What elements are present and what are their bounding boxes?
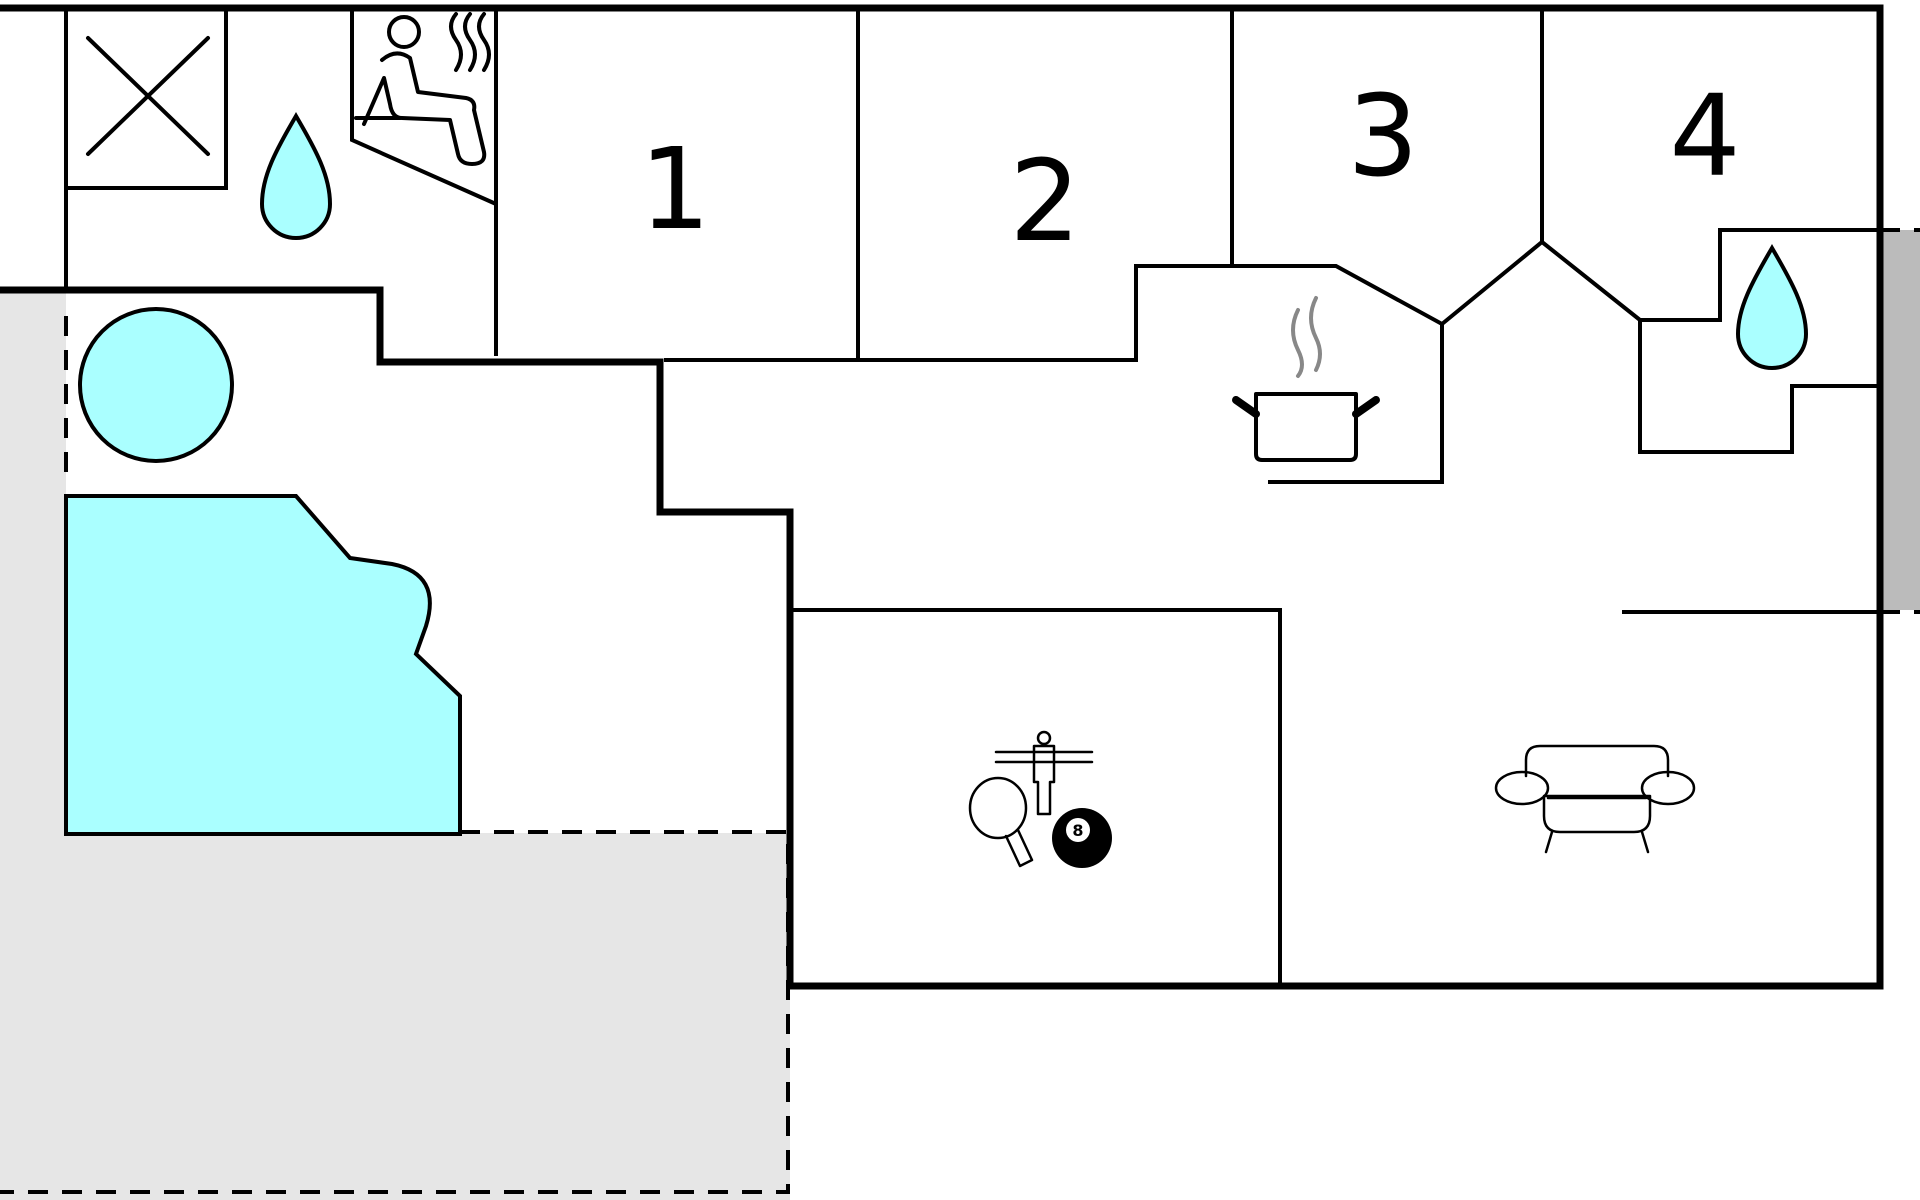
ping-pong-paddle: [968, 776, 1028, 840]
terrace-lower: [0, 833, 790, 1200]
kitchen-steam-2: [1309, 296, 1322, 372]
sauna-head: [387, 15, 421, 49]
pot-handle-right: [1352, 396, 1380, 418]
shower-icon: [259, 112, 333, 240]
room-number-1: 1: [639, 125, 710, 255]
billiard-ball-number: 8: [1072, 821, 1083, 840]
wall-void-box: [66, 8, 228, 190]
neighbor-area: [1880, 230, 1920, 610]
sofa-icon: [1494, 744, 1696, 854]
games-icon: 8: [968, 730, 1112, 868]
neighbor-strip: [1880, 228, 1920, 614]
sofa-legs: [1544, 830, 1650, 854]
wall-room4-bottom: [1640, 228, 1880, 322]
exterior-wall: [0, 4, 1884, 990]
kitchen-steam-1: [1291, 308, 1304, 378]
sofa-seat: [1542, 794, 1652, 834]
wall-kitchen: [1268, 324, 1444, 484]
sauna-steam-3: [477, 12, 491, 72]
wall-room2-bottom: [664, 264, 1232, 362]
hot-tub-icon: [78, 307, 234, 463]
foosball-player: [1032, 744, 1056, 816]
wall-sauna: [350, 8, 497, 206]
sofa-arm-left: [1494, 770, 1550, 806]
exterior-walls: [0, 4, 1884, 990]
sauna-steam-2: [463, 12, 477, 72]
wall-room3-bottom: [1230, 8, 1642, 327]
kitchen-pot-icon: [1232, 296, 1380, 462]
wall-games-room: [790, 608, 1282, 986]
room-number-4: 4: [1669, 72, 1740, 202]
pot-handle-left: [1232, 396, 1260, 418]
bathroom-droplet-icon: [1735, 244, 1809, 370]
wall-bathroom: [1638, 320, 1880, 454]
room-number-2: 2: [1009, 137, 1080, 267]
foosball-head: [1036, 730, 1052, 746]
foosball-rods: [994, 750, 1094, 764]
sauna-body: [362, 51, 487, 166]
paddle-handle: [1004, 828, 1034, 868]
sofa-arm-right: [1640, 770, 1696, 806]
void-cross-icon: [86, 36, 210, 156]
void-cross: [86, 36, 210, 156]
terrace-area: [0, 290, 790, 1200]
pool-icon: [64, 494, 462, 836]
sauna-icon: [354, 12, 491, 166]
sauna-steam-1: [449, 12, 463, 72]
interior-walls: [64, 8, 1880, 986]
room-number-3: 3: [1347, 72, 1418, 202]
pot-body: [1254, 392, 1358, 462]
sofa-back: [1524, 744, 1670, 778]
billiard-ball-spot: [1066, 818, 1090, 842]
